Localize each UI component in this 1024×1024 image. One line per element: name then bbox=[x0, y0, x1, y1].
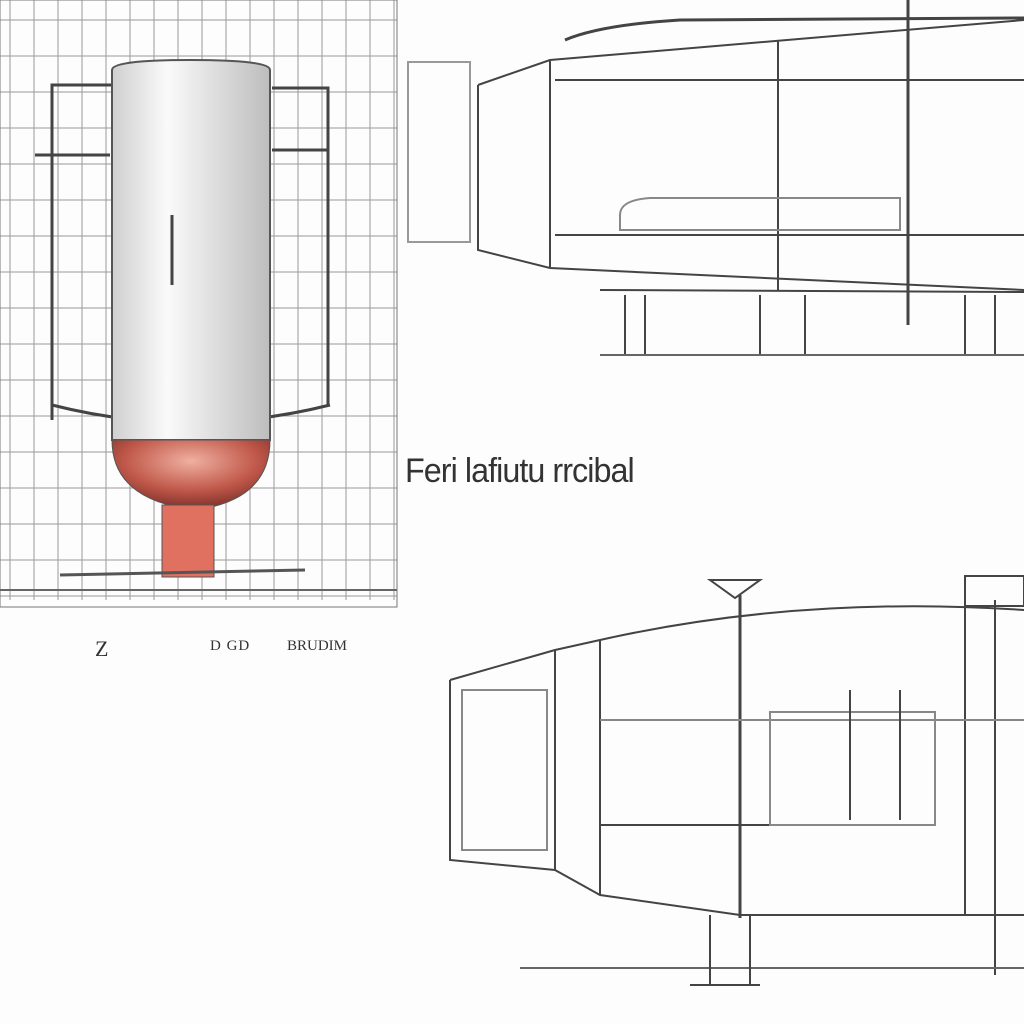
machine-top bbox=[407, 0, 1024, 356]
annotation-mark: Z bbox=[95, 636, 109, 661]
tank-outlet bbox=[161, 504, 215, 578]
tank-body bbox=[111, 58, 271, 441]
left-frame bbox=[0, 0, 398, 608]
tank bbox=[59, 58, 306, 578]
annotation-label: BRUDIM bbox=[287, 638, 348, 654]
tank-copper-bottom bbox=[111, 439, 271, 511]
machine-bottom bbox=[449, 575, 1024, 986]
annotation-label: D GD bbox=[210, 638, 251, 654]
drawing-title: Feri lafiutu rrcibal bbox=[405, 452, 635, 490]
